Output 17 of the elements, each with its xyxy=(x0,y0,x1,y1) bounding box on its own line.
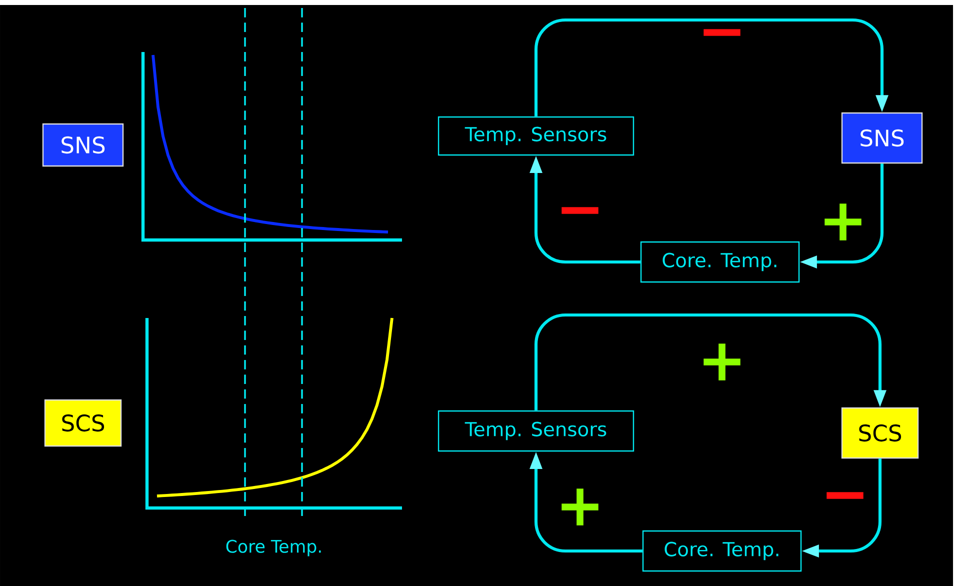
axis-label: Core Temp. xyxy=(226,540,321,556)
process-box: SCS xyxy=(841,407,919,459)
edge-label: − xyxy=(826,492,864,499)
edge-label: + xyxy=(824,204,862,240)
process-box: Core. Temp. xyxy=(640,241,800,283)
edge-label: − xyxy=(562,207,598,214)
label-box: SNS xyxy=(42,123,124,167)
edge-label: − xyxy=(704,29,740,36)
process-box: SNS xyxy=(841,112,923,164)
edge-label: + xyxy=(562,488,598,526)
process-box: Temp. Sensors xyxy=(438,410,634,452)
edge-label: + xyxy=(704,344,740,380)
process-box: Core. Temp. xyxy=(642,530,802,572)
label-box: SCS xyxy=(44,399,122,447)
process-box: Temp. Sensors xyxy=(438,116,634,156)
arrow xyxy=(534,313,886,410)
arrow xyxy=(534,18,888,116)
